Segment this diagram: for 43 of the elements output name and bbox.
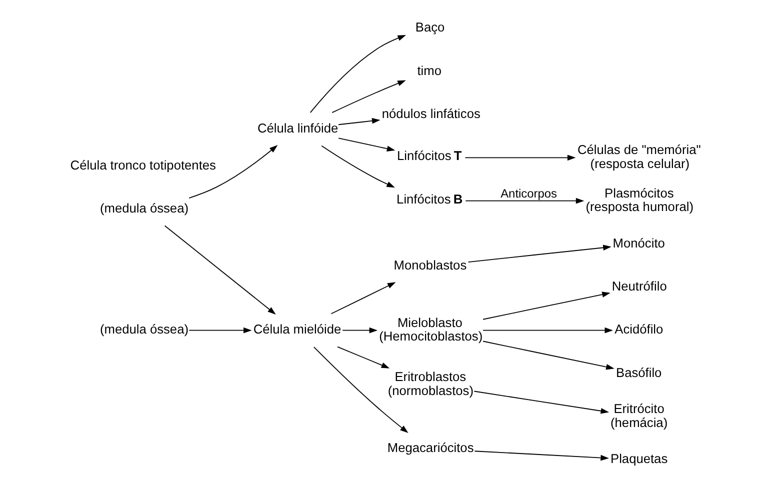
node-text: (medula óssea) (100, 322, 189, 337)
node-text: Eritrócito (hemácia) (610, 401, 668, 430)
arrow (310, 35, 406, 114)
node-text: Célula mielóide (253, 322, 342, 337)
node-text: Monócito (612, 235, 665, 250)
node-text: Neutrófilo (612, 278, 667, 294)
arrow (482, 327, 614, 334)
arrow (482, 340, 614, 370)
arrow (188, 327, 252, 334)
node-text: Linfócitos B (396, 191, 463, 206)
node-text: Monoblastos (394, 257, 467, 272)
node-text: (medula óssea) (100, 200, 189, 216)
arrow (342, 327, 378, 334)
node-text: Plaquetas (610, 451, 668, 466)
node-text: Célula linfóide (257, 120, 338, 136)
arrow (330, 282, 396, 314)
node-text: Plasmócitos (resposta humoral) (586, 185, 694, 214)
arrow (464, 154, 576, 161)
arrow (474, 390, 610, 414)
node-text: Megacariócitos (387, 440, 474, 456)
node-text: Acidófilo (614, 322, 664, 337)
arrow (164, 225, 276, 315)
arrow (337, 346, 390, 368)
arrow (482, 292, 610, 320)
arrow (338, 118, 380, 126)
arrow (332, 80, 406, 114)
arrow (338, 138, 396, 152)
arrow (313, 346, 408, 433)
node-text: Linfócitos T (397, 148, 462, 164)
arrow (468, 244, 612, 262)
node-text: nódulos linfáticos (382, 106, 480, 121)
arrow (474, 450, 609, 461)
arrow (321, 145, 395, 188)
node-text: Basófilo (616, 364, 662, 380)
arrow (188, 145, 278, 198)
node-text: timo (417, 62, 442, 78)
edge-label: Anticorpos (500, 186, 557, 201)
label: Célula tronco totipotentes (70, 157, 216, 172)
node-text: Baço (415, 20, 445, 35)
node-text: Eritroblastos (normoblastos) (388, 369, 474, 398)
node-text: Mieloblasto (Hemocitoblastos) (379, 314, 483, 344)
arrow (465, 198, 584, 204)
node-text: Células de "memória" (resposta celular) (577, 142, 701, 171)
